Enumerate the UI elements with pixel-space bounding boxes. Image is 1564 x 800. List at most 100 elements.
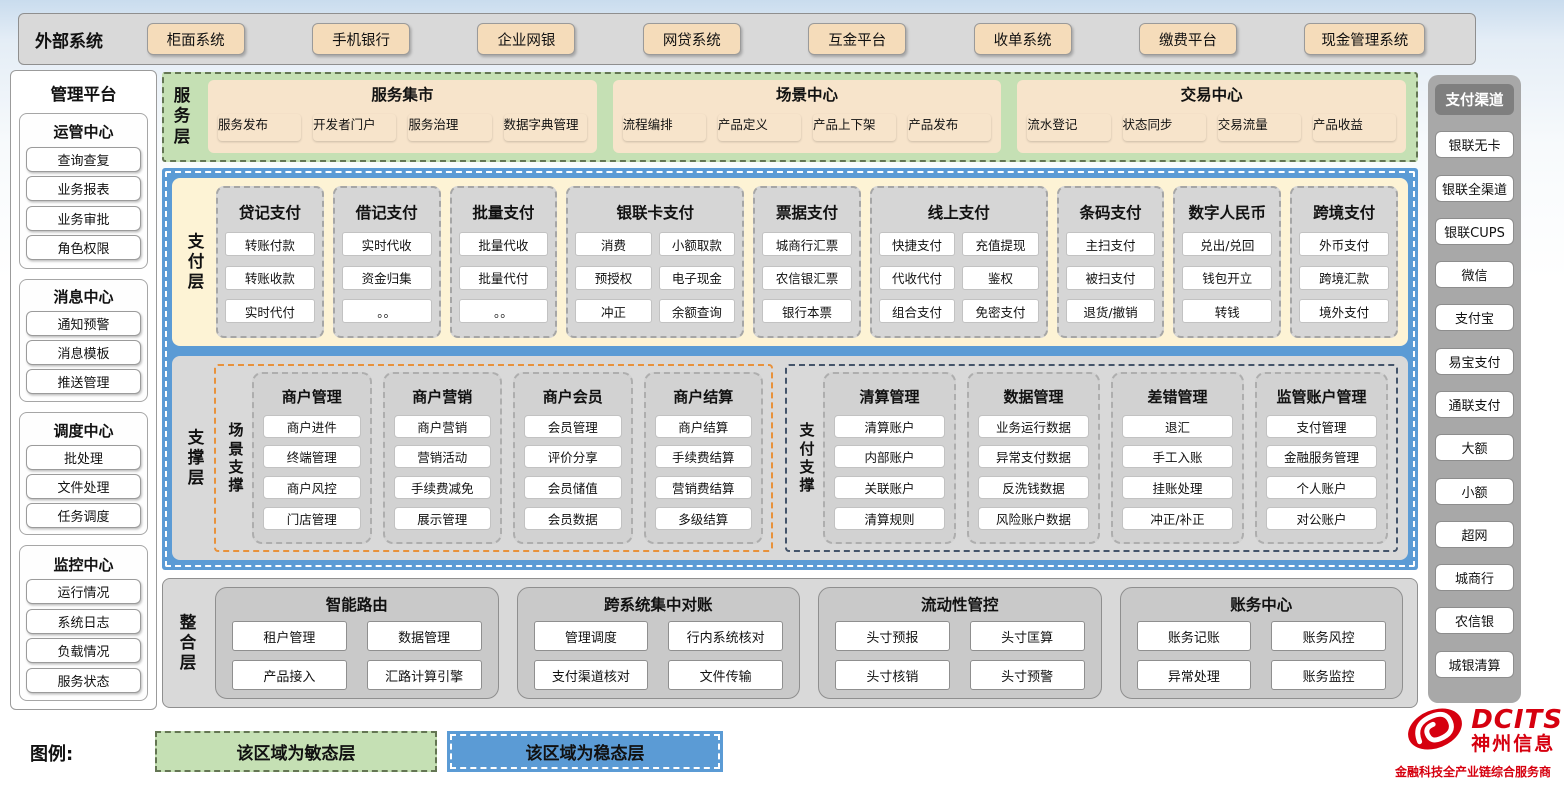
external-system-button[interactable]: 缴费平台: [1138, 23, 1237, 55]
support-item-button[interactable]: 手续费结算: [654, 445, 753, 469]
payment-item-button[interactable]: 资金归集: [341, 265, 432, 290]
channel-item-button[interactable]: 银联无卡: [1435, 131, 1514, 159]
external-system-button[interactable]: 柜面系统: [146, 23, 245, 55]
payment-item-button[interactable]: 农信银汇票: [762, 265, 852, 290]
support-item-button[interactable]: 手续费减免: [393, 476, 492, 500]
service-item-button[interactable]: 服务发布: [218, 114, 301, 141]
support-item-button[interactable]: 反洗钱数据: [978, 476, 1090, 500]
support-item-button[interactable]: 清算账户: [834, 414, 946, 438]
payment-item-button[interactable]: 批量代收: [458, 232, 549, 257]
external-system-button[interactable]: 现金管理系统: [1304, 23, 1426, 55]
payment-item-button[interactable]: 外币支付: [1299, 232, 1389, 257]
integration-item-button[interactable]: 账务风控: [1271, 621, 1386, 651]
management-item-button[interactable]: 业务审批: [26, 205, 141, 231]
payment-item-button[interactable]: 小额取款: [658, 232, 736, 257]
payment-item-button[interactable]: 。。: [458, 299, 549, 324]
support-item-button[interactable]: 清算规则: [834, 507, 946, 531]
channel-item-button[interactable]: 通联支付: [1435, 390, 1514, 418]
external-system-button[interactable]: 收单系统: [973, 23, 1072, 55]
management-item-button[interactable]: 系统日志: [26, 608, 141, 634]
channel-item-button[interactable]: 支付宝: [1435, 304, 1514, 332]
integration-item-button[interactable]: 租户管理: [232, 621, 347, 651]
external-system-button[interactable]: 手机银行: [312, 23, 411, 55]
integration-item-button[interactable]: 头寸核销: [835, 660, 950, 690]
integration-item-button[interactable]: 文件传输: [668, 660, 783, 690]
support-item-button[interactable]: 挂账处理: [1122, 476, 1233, 500]
management-item-button[interactable]: 服务状态: [26, 667, 141, 693]
integration-item-button[interactable]: 汇路计算引擎: [366, 660, 482, 690]
service-item-button[interactable]: 交易流量: [1218, 114, 1301, 141]
payment-item-button[interactable]: 充值提现: [962, 232, 1039, 257]
service-item-button[interactable]: 数据字典管理: [504, 114, 587, 141]
support-item-button[interactable]: 退汇: [1122, 414, 1233, 438]
support-item-button[interactable]: 关联账户: [834, 476, 946, 500]
management-item-button[interactable]: 批处理: [26, 444, 141, 470]
support-item-button[interactable]: 对公账户: [1266, 507, 1377, 531]
service-item-button[interactable]: 服务治理: [408, 114, 491, 141]
payment-item-button[interactable]: 冲正: [575, 299, 652, 324]
integration-item-button[interactable]: 行内系统核对: [668, 621, 783, 651]
external-system-button[interactable]: 互金平台: [808, 23, 907, 55]
management-item-button[interactable]: 推送管理: [26, 369, 141, 395]
support-item-button[interactable]: 业务运行数据: [978, 414, 1090, 438]
support-item-button[interactable]: 会员管理: [524, 414, 622, 438]
channel-item-button[interactable]: 城商行: [1435, 564, 1514, 592]
support-item-button[interactable]: 多级结算: [654, 507, 753, 531]
integration-item-button[interactable]: 头寸匡算: [969, 621, 1085, 651]
payment-item-button[interactable]: 退货/撤销: [1065, 299, 1156, 324]
support-item-button[interactable]: 会员储值: [524, 476, 622, 500]
channel-item-button[interactable]: 微信: [1435, 261, 1514, 289]
service-item-button[interactable]: 产品发布: [908, 114, 991, 141]
management-item-button[interactable]: 业务报表: [26, 176, 141, 202]
management-item-button[interactable]: 通知预警: [26, 311, 141, 337]
support-item-button[interactable]: 商户结算: [654, 414, 753, 438]
support-item-button[interactable]: 商户风控: [263, 476, 361, 500]
management-item-button[interactable]: 任务调度: [26, 502, 141, 528]
management-item-button[interactable]: 负载情况: [26, 638, 141, 664]
payment-item-button[interactable]: 预授权: [575, 265, 652, 290]
external-system-button[interactable]: 企业网银: [477, 23, 576, 55]
support-item-button[interactable]: 内部账户: [834, 445, 946, 469]
integration-item-button[interactable]: 数据管理: [366, 621, 482, 651]
payment-item-button[interactable]: 境外支付: [1299, 299, 1389, 324]
support-item-button[interactable]: 金融服务管理: [1266, 445, 1377, 469]
management-item-button[interactable]: 消息模板: [26, 340, 141, 366]
integration-item-button[interactable]: 头寸预警: [969, 660, 1085, 690]
payment-item-button[interactable]: 快捷支付: [878, 232, 956, 257]
service-item-button[interactable]: 开发者门户: [313, 114, 396, 141]
support-item-button[interactable]: 异常支付数据: [978, 445, 1090, 469]
integration-item-button[interactable]: 管理调度: [533, 621, 649, 651]
service-item-button[interactable]: 产品上下架: [813, 114, 896, 141]
integration-item-button[interactable]: 产品接入: [232, 660, 347, 690]
payment-item-button[interactable]: 组合支付: [878, 299, 956, 324]
support-item-button[interactable]: 商户营销: [393, 414, 492, 438]
service-item-button[interactable]: 状态同步: [1123, 114, 1206, 141]
payment-item-button[interactable]: 电子现金: [658, 265, 736, 290]
support-item-button[interactable]: 会员数据: [524, 507, 622, 531]
payment-item-button[interactable]: 转账收款: [225, 265, 315, 290]
support-item-button[interactable]: 营销费结算: [654, 476, 753, 500]
external-system-button[interactable]: 网贷系统: [642, 23, 741, 55]
support-item-button[interactable]: 冲正/补正: [1122, 507, 1233, 531]
payment-item-button[interactable]: 兑出/兑回: [1182, 232, 1273, 257]
management-item-button[interactable]: 查询查复: [26, 146, 141, 172]
payment-item-button[interactable]: 转钱: [1182, 299, 1273, 324]
service-item-button[interactable]: 流水登记: [1027, 114, 1110, 141]
payment-item-button[interactable]: 批量代付: [458, 265, 549, 290]
integration-item-button[interactable]: 异常处理: [1136, 660, 1252, 690]
support-item-button[interactable]: 个人账户: [1266, 476, 1377, 500]
channel-item-button[interactable]: 农信银: [1435, 607, 1514, 635]
channel-item-button[interactable]: 城银清算: [1435, 650, 1514, 678]
payment-item-button[interactable]: 鉴权: [962, 265, 1039, 290]
payment-item-button[interactable]: 实时代收: [341, 232, 432, 257]
support-item-button[interactable]: 评价分享: [524, 445, 622, 469]
management-item-button[interactable]: 文件处理: [26, 473, 141, 499]
management-item-button[interactable]: 运行情况: [26, 579, 141, 605]
support-item-button[interactable]: 展示管理: [393, 507, 492, 531]
channel-item-button[interactable]: 银联CUPS: [1435, 217, 1514, 245]
channel-item-button[interactable]: 易宝支付: [1435, 347, 1514, 375]
channel-item-button[interactable]: 银联全渠道: [1435, 174, 1514, 202]
support-item-button[interactable]: 终端管理: [263, 445, 361, 469]
payment-item-button[interactable]: 城商行汇票: [762, 232, 852, 257]
payment-item-button[interactable]: 余额查询: [658, 299, 736, 324]
